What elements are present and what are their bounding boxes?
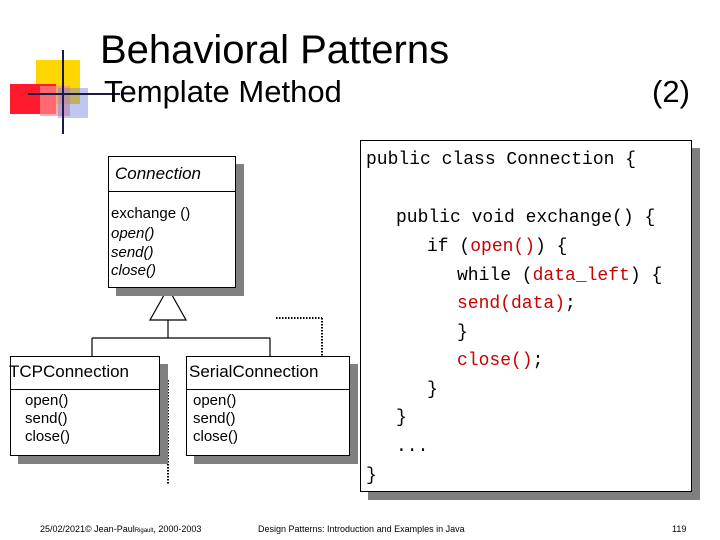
code-highlight-send: send(data)	[457, 294, 566, 314]
inheritance-triangle	[148, 286, 188, 321]
connection-method-send: send()	[111, 244, 154, 261]
connection-method-open: open()	[111, 225, 155, 242]
connection-class-header: Connection	[108, 156, 236, 192]
code-line-close-if: }	[427, 380, 438, 400]
code-highlight-data-left: data_left	[532, 266, 630, 286]
decor-vertical-line	[62, 50, 64, 134]
code-line-close-class: }	[366, 466, 377, 486]
code-line-close-while: }	[457, 323, 468, 343]
serial-connection-class-name: SerialConnection	[189, 362, 319, 381]
code-box	[360, 140, 692, 492]
serial-method-close: close()	[193, 428, 239, 445]
connection-class-name: Connection	[115, 164, 202, 183]
code-line-close-call: close();	[457, 351, 544, 371]
connection-method-exchange: exchange ()	[111, 205, 191, 222]
slide-title: Behavioral Patterns	[100, 28, 450, 72]
code-line-class-decl: public class Connection {	[366, 150, 637, 170]
footer-course-title: Design Patterns: Introduction and Exampl…	[258, 524, 465, 534]
code-line-close-method: }	[396, 408, 407, 428]
code-highlight-open: open()	[470, 237, 536, 257]
slide-part-number: (2)	[652, 74, 690, 109]
decor-horizontal-line	[28, 93, 120, 95]
tcp-connection-class-header: TCPConnection	[9, 356, 160, 390]
tcp-method-open: open()	[25, 392, 69, 409]
footer-page-number: 119	[672, 524, 687, 534]
tcp-connection-class-name: TCPConnection	[9, 362, 130, 381]
serial-method-send: send()	[193, 410, 236, 427]
code-line-method-decl: public void exchange() {	[396, 208, 656, 228]
connection-method-close: close()	[111, 262, 157, 279]
code-line-send: send(data);	[457, 294, 576, 314]
footer-copyright: 25/02/2021© Jean-PaulRigault, 2000-2003	[40, 524, 202, 534]
tcp-method-send: send()	[25, 410, 68, 427]
decor-pink-square	[40, 86, 70, 116]
code-line-if: if (open()) {	[427, 237, 568, 257]
slide-subtitle: Template Method	[104, 74, 342, 109]
serial-method-open: open()	[193, 392, 237, 409]
code-line-ellipsis: ...	[396, 437, 429, 457]
code-highlight-close: close()	[457, 351, 533, 371]
serial-connection-class-header: SerialConnection	[186, 356, 350, 390]
tcp-method-close: close()	[25, 428, 71, 445]
code-line-while: while (data_left) {	[457, 266, 663, 286]
